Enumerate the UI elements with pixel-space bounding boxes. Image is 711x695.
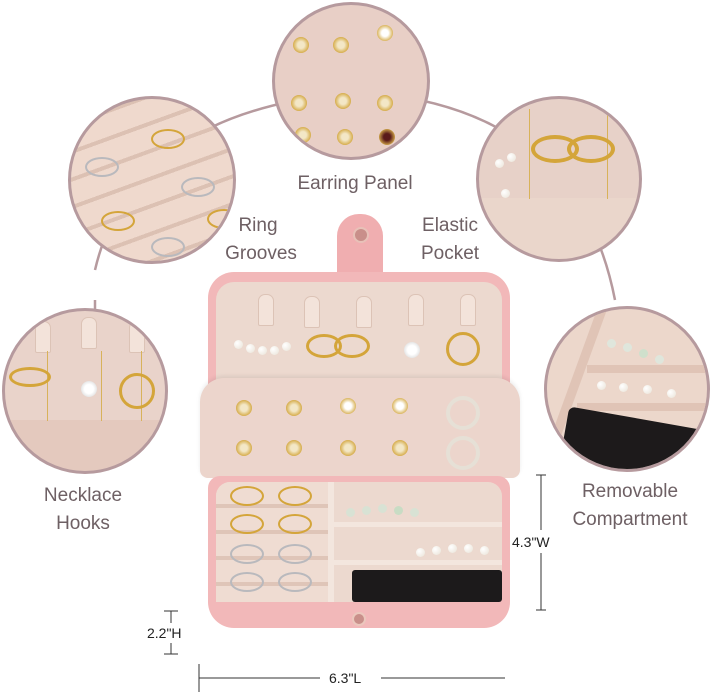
width-dimension-label: 4.3"W [512,534,550,550]
necklace-hooks-label-line1: Necklace [43,485,123,506]
necklace-hooks-label-line2: Hooks [56,513,110,534]
removable-compartment-detail-image [544,306,710,472]
earring-flap [200,378,520,478]
elastic-pocket-detail-image [476,96,642,262]
necklace-hooks-detail-image [2,308,168,474]
length-dimension-label: 6.3"L [329,670,362,686]
ring-grooves-detail-image [68,96,236,264]
elastic-pocket-label-line1: Elastic [422,215,478,236]
front-button-icon [352,612,366,626]
snap-button-icon [353,227,369,243]
lower-tray [208,476,510,628]
earring-panel-detail-image [272,2,430,160]
ring-grooves-label-line2: Grooves [225,243,297,264]
earring-panel-label: Earring Panel [297,173,413,194]
elastic-pocket-label-line2: Pocket [420,243,480,264]
black-case [352,570,502,602]
height-dimension-label: 2.2"H [147,625,182,641]
removable-compartment-label-line1: Removable [581,481,679,502]
removable-compartment-label-line2: Compartment [572,509,688,530]
ring-grooves-label-line1: Ring [238,215,278,236]
jewelry-box-product [200,200,520,660]
